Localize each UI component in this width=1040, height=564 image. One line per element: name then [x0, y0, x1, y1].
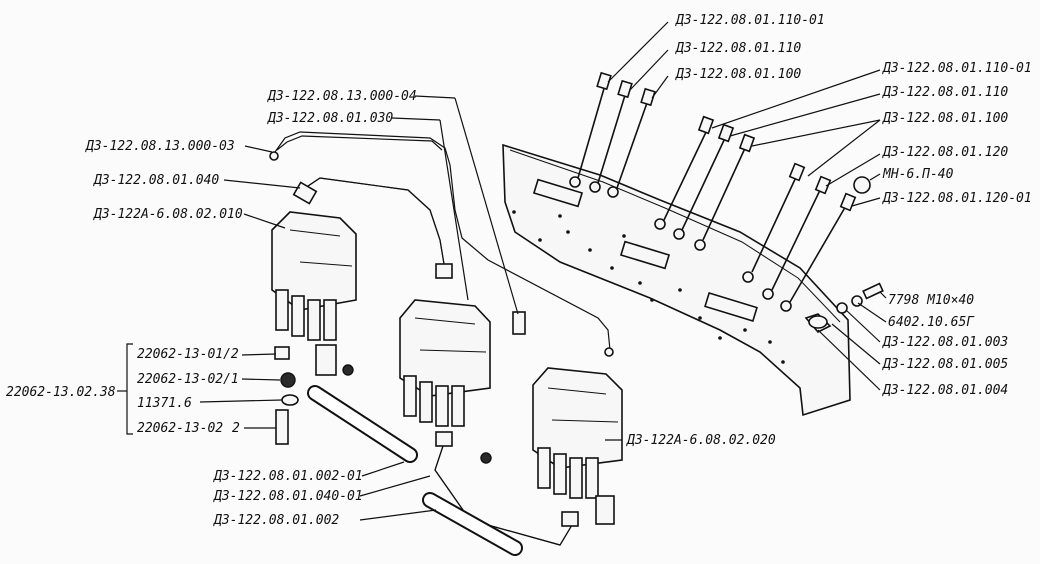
label-panel-bolt-c: Д3-122.08.01.100 — [675, 67, 801, 82]
nut-part — [281, 394, 299, 406]
label-r-003: Д3-122.08.01.003 — [882, 335, 1008, 350]
label-panel-bolt-a: Д3-122.08.01.110-01 — [675, 13, 825, 28]
valve-block-2 — [399, 299, 492, 464]
label-r-005: Д3-122.08.01.005 — [882, 357, 1008, 372]
label-r-004: Д3-122.08.01.004 — [882, 383, 1008, 398]
label-washer: 6402.10.65Г — [888, 315, 975, 330]
panel-slot-2 — [619, 240, 671, 270]
hoses — [307, 385, 523, 556]
clamp-part-1 — [274, 346, 290, 360]
label-right-e: МН-6.П-40 — [882, 167, 954, 182]
label-tube-03: Д3-122.08.13.000-03 — [85, 139, 235, 154]
label-tube-040: Д3-122.08.01.040 — [93, 173, 219, 188]
label-clamp-3: 22062-13-02 — [137, 421, 223, 436]
labels: Д3-122.08.01.110-01 Д3-122.08.01.110 Д3-… — [6, 13, 1032, 528]
label-right-a: Д3-122.08.01.110-01 — [882, 61, 1032, 76]
label-valve-020: Д3-122А-6.08.02.020 — [626, 433, 776, 448]
leader-lines — [117, 21, 887, 521]
label-right-b: Д3-122.08.01.110 — [882, 85, 1008, 100]
bolt-group-top — [569, 71, 656, 198]
label-tube-030: Д3-122.08.01.030 — [267, 111, 393, 126]
label-clamp-2: 22062-13-02/1 — [137, 372, 239, 387]
label-clamp-3-qty: 2 — [232, 421, 240, 436]
bolt-group-right — [742, 162, 871, 312]
label-tube-04: Д3-122.08.13.000-04 — [267, 89, 417, 104]
label-assembly: 22062-13.02.38 — [6, 385, 116, 400]
label-bolt: 7798 М10×40 — [888, 293, 974, 308]
fastener-stack — [804, 282, 884, 333]
label-hose-002-01: Д3-122.08.01.002-01 — [213, 469, 363, 484]
label-right-d: Д3-122.08.01.120 — [882, 145, 1008, 160]
panel-slot-3 — [704, 291, 758, 323]
label-right-f: Д3-122.08.01.120-01 — [882, 191, 1032, 206]
label-nut: 11371.6 — [137, 396, 192, 411]
bolt-group-middle — [654, 115, 756, 251]
screw-part — [275, 409, 289, 445]
front-panel — [502, 143, 851, 417]
valve-block-3 — [532, 367, 623, 525]
label-hose-002: Д3-122.08.01.002 — [213, 513, 339, 528]
clamp-part-2 — [280, 372, 296, 388]
label-valve-010: Д3-122А-6.08.02.010 — [93, 207, 243, 222]
label-panel-bolt-b: Д3-122.08.01.110 — [675, 41, 801, 56]
panel-slot-1 — [532, 178, 584, 208]
clamp-parts — [274, 346, 299, 445]
tee-fitting — [512, 311, 526, 335]
valve-block-1 — [271, 211, 357, 376]
tubes — [269, 131, 614, 546]
panel-bolts — [569, 71, 871, 312]
label-right-c: Д3-122.08.01.100 — [882, 111, 1008, 126]
label-clamp-1: 22062-13-01/2 — [137, 347, 239, 362]
label-tube-040-01: Д3-122.08.01.040-01 — [213, 489, 363, 504]
knob-mn6p40 — [853, 176, 871, 194]
